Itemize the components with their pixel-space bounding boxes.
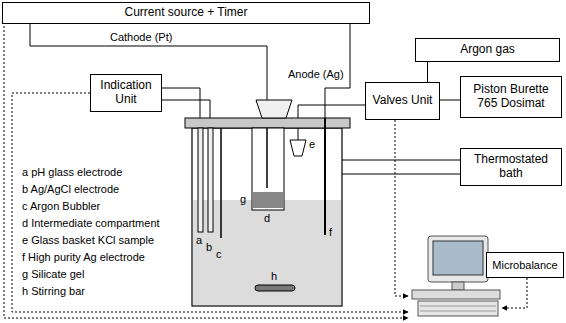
key-entry: e Glass basket KCl sample	[22, 234, 154, 246]
glass-basket	[290, 140, 306, 156]
unit-box: Argon gas	[415, 38, 560, 62]
silicate-gel	[253, 192, 283, 208]
top-fitting	[256, 100, 292, 118]
data-line	[4, 22, 408, 318]
unit-box: Thermostated bath	[460, 148, 562, 186]
unit-box: Microbalance	[486, 252, 564, 278]
data-line	[12, 93, 408, 312]
unit-box: Valves Unit	[365, 82, 440, 120]
callout-letter: h	[271, 270, 277, 282]
thermostated-vessel	[192, 128, 342, 306]
key-entry: g Silicate gel	[22, 268, 84, 280]
computer-base	[412, 290, 500, 299]
electrode-label: Cathode (Pt)	[110, 31, 172, 43]
key-entry: d Intermediate compartment	[22, 217, 160, 229]
callout-letter: b	[206, 241, 212, 253]
electrode-label: Anode (Ag)	[288, 68, 344, 80]
indication-wire	[160, 88, 200, 118]
ph-electrode	[198, 128, 203, 232]
computer-monitor	[428, 236, 488, 282]
unit-box: Indication Unit	[90, 74, 162, 112]
key-entry: f High purity Ag electrode	[22, 251, 145, 263]
unit-label: Argon gas	[460, 43, 515, 57]
keyboard	[418, 301, 498, 316]
callout-letter: e	[309, 138, 315, 150]
bath-line	[342, 174, 460, 175]
connector-line	[427, 62, 428, 82]
unit-label: Piston Burette 765 Dosimat	[465, 83, 557, 111]
unit-label: Indication Unit	[95, 79, 157, 107]
unit-box: Current source + Timer	[2, 2, 370, 24]
data-line	[502, 278, 527, 308]
callout-letter: f	[329, 226, 332, 238]
basket-hanger	[298, 128, 299, 140]
unit-label: Valves Unit	[373, 94, 433, 108]
callout-letter: d	[264, 212, 270, 224]
gas-line	[298, 105, 365, 118]
unit-box: Piston Burette 765 Dosimat	[460, 76, 562, 118]
keyboard-row	[420, 306, 496, 307]
indication-wire	[160, 100, 210, 118]
water-level	[193, 200, 341, 305]
bath-line	[342, 160, 460, 161]
keyboard-row	[420, 311, 496, 312]
stirring-bar	[255, 285, 295, 291]
unit-label: Current source + Timer	[124, 6, 247, 20]
reference-electrode	[208, 128, 213, 232]
unit-label: Thermostated bath	[465, 153, 557, 181]
key-entry: a pH glass electrode	[22, 166, 122, 178]
callout-letter: a	[196, 234, 202, 246]
data-line	[395, 120, 408, 296]
cathode-wire	[266, 128, 268, 188]
key-entry: c Argon Bubbler	[22, 200, 100, 212]
intermediate-compartment	[252, 128, 284, 210]
callout-letter: c	[216, 248, 222, 260]
unit-label: Microbalance	[492, 259, 557, 272]
monitor-stand	[452, 282, 464, 290]
connector-line	[440, 100, 460, 101]
argon-bubbler	[220, 128, 222, 238]
key-entry: h Stirring bar	[22, 285, 85, 297]
silver-electrode	[324, 118, 326, 235]
callout-letter: g	[240, 193, 246, 205]
computer-screen	[433, 241, 483, 275]
key-entry: b Ag/AgCl electrode	[22, 183, 119, 195]
